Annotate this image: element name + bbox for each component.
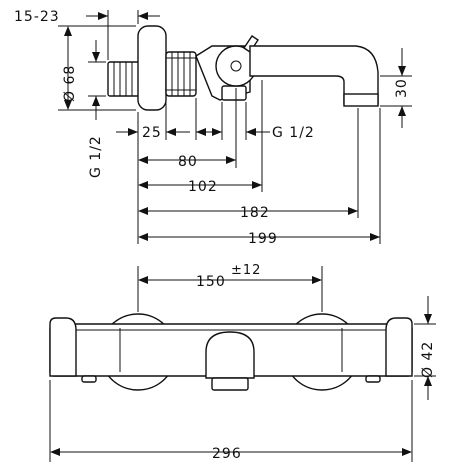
dim-296-label: 296 [212,446,242,462]
dim-150-tolerance: ±12 [231,263,261,278]
wall-nipple [107,61,141,97]
dim-150: 150 ±12 [137,263,323,312]
side-view: 15-23 Ø 68 G 1/2 [14,9,412,247]
dim-15-23: 15-23 [14,9,160,60]
spout-front [205,331,255,379]
dim-80: 80 [138,88,237,170]
dim-199-label: 199 [248,231,278,247]
dim-25: 25 [116,98,190,244]
dim-g12-vertical-label: G 1/2 [88,135,104,178]
connection-nut [165,51,197,97]
left-handle[interactable] [49,317,77,377]
dim-182: 182 [138,108,359,221]
dim-30: 30 [380,48,412,128]
dim-25-label: 25 [142,125,162,141]
wall-rosette [137,25,167,111]
knob-lever [243,35,259,53]
dim-phi42: Ø 42 [414,296,436,400]
handle-block [221,85,247,101]
dim-g12-horizontal: G 1/2 [195,98,315,141]
dim-296: 296 [49,380,413,462]
right-handle[interactable] [385,317,413,377]
bar-divisions [76,328,396,372]
dim-102-label: 102 [188,179,218,195]
dim-phi68-label: Ø 68 [62,65,78,102]
dim-199: 199 [138,108,381,247]
spout-front-outlet [211,377,249,391]
dim-150-label: 150 [196,274,226,290]
dim-phi42-label: Ø 42 [420,341,436,378]
dim-g12-vertical: G 1/2 [88,40,106,178]
nut-thread-lines [166,52,196,96]
right-foot [365,375,381,383]
dim-182-label: 182 [240,205,270,221]
knob-center [230,60,242,72]
dim-phi68: Ø 68 [58,25,136,111]
dim-102: 102 [138,80,263,195]
left-foot [81,375,97,383]
dim-80-label: 80 [178,154,198,170]
dim-15-23-label: 15-23 [14,9,60,25]
dim-30-label: 30 [394,78,410,98]
front-view: 150 ±12 Ø 42 296 [49,263,436,462]
nipple-thread-lines [113,62,133,96]
spout-outlet [343,93,379,107]
dim-g12-horizontal-label: G 1/2 [272,125,315,141]
